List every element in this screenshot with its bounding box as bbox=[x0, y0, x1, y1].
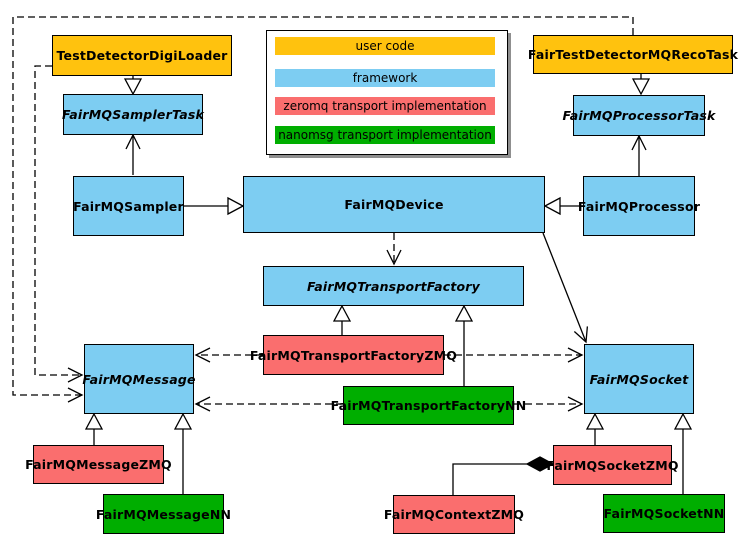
class-node-label: FairMQContextZMQ bbox=[383, 507, 525, 522]
legend-swatch-framework: framework bbox=[275, 69, 495, 87]
legend-label: nanomsg transport implementation bbox=[278, 128, 492, 142]
edge-inheritance-FairMQTransportFactoryNN-to-FairMQTransportFactory bbox=[454, 304, 474, 386]
class-node-FairMQProcessorTask[interactable]: FairMQProcessorTask bbox=[562, 95, 715, 136]
class-node-FairMQMessageZMQ[interactable]: FairMQMessageZMQ bbox=[25, 445, 172, 484]
class-node-FairMQSocket[interactable]: FairMQSocket bbox=[584, 344, 694, 414]
edge-association-FairMQDevice-to-FairMQSocket bbox=[542, 232, 589, 344]
class-node-label: FairMQTransportFactoryNN bbox=[330, 398, 527, 413]
class-node-label: FairMQSocket bbox=[589, 371, 689, 387]
class-node-TestDetectorDigiLoader[interactable]: TestDetectorDigiLoader bbox=[52, 35, 232, 76]
edge-dependency-FairMQTransportFactoryZMQ-to-FairMQSocket bbox=[444, 347, 584, 363]
edge-inheritance-FairMQMessageZMQ-to-FairMQMessage bbox=[84, 412, 104, 445]
class-node-label: TestDetectorDigiLoader bbox=[56, 48, 228, 63]
class-node-label: FairMQMessage bbox=[82, 371, 196, 387]
edge-dependency-FairMQTransportFactoryNN-to-FairMQSocket bbox=[514, 396, 584, 412]
edge-dependency-FairTestDetectorMQRecoTask-to-FairMQMessage bbox=[12, 16, 634, 403]
class-node-label: FairMQSocketNN bbox=[603, 506, 725, 521]
class-node-label: FairMQProcessorTask bbox=[562, 108, 716, 123]
edge-dependency-FairMQDevice-to-FairMQTransportFactory bbox=[386, 233, 402, 266]
class-node-FairMQTransportFactoryZMQ[interactable]: FairMQTransportFactoryZMQ bbox=[250, 335, 457, 375]
class-node-label: FairMQTransportFactoryZMQ bbox=[249, 347, 458, 363]
edge-association-FairMQProcessor-to-FairMQProcessorTask bbox=[631, 134, 647, 176]
class-node-FairMQTransportFactory[interactable]: FairMQTransportFactory bbox=[263, 266, 524, 306]
class-node-label: FairMQMessageNN bbox=[95, 506, 232, 522]
edge-inheritance-FairTestDetectorMQRecoTask-to-FairMQProcessorTask bbox=[631, 74, 651, 96]
edge-inheritance-FairMQTransportFactoryZMQ-to-FairMQTransportFactory bbox=[332, 304, 352, 335]
class-node-label: FairMQProcessor bbox=[577, 198, 701, 214]
class-node-label: FairMQSocketZMQ bbox=[546, 457, 679, 473]
class-node-FairMQProcessor[interactable]: FairMQProcessor bbox=[578, 176, 700, 236]
legend-label: framework bbox=[352, 71, 418, 85]
legend-label: user code bbox=[355, 39, 415, 53]
class-node-FairTestDetectorMQRecoTask[interactable]: FairTestDetectorMQRecoTask bbox=[528, 35, 738, 74]
class-node-FairMQSocketNN[interactable]: FairMQSocketNN bbox=[603, 494, 725, 533]
class-node-label: FairMQSamplerTask bbox=[61, 107, 205, 122]
edge-dependency-FairMQTransportFactoryNN-to-FairMQMessage bbox=[194, 396, 343, 412]
edge-dependency-TestDetectorDigiLoader-to-FairMQMessage bbox=[34, 65, 84, 383]
class-node-label: FairMQTransportFactory bbox=[306, 278, 481, 294]
edge-association-FairMQSampler-to-FairMQSamplerTask bbox=[125, 133, 141, 175]
class-node-label: FairMQMessageZMQ bbox=[25, 457, 172, 472]
class-node-FairMQDevice[interactable]: FairMQDevice bbox=[243, 176, 545, 233]
edge-inheritance-FairMQSocketNN-to-FairMQSocket bbox=[673, 412, 693, 494]
legend-box: user code framework zeromq transport imple… bbox=[266, 30, 508, 155]
class-node-FairMQMessage[interactable]: FairMQMessage bbox=[82, 344, 196, 414]
edge-dependency-FairMQTransportFactoryZMQ-to-FairMQMessage bbox=[194, 347, 263, 363]
legend-label: zeromq transport implementation bbox=[283, 99, 487, 113]
class-node-FairMQSampler[interactable]: FairMQSampler bbox=[73, 176, 184, 236]
class-node-FairMQMessageNN[interactable]: FairMQMessageNN bbox=[96, 494, 231, 534]
legend-swatch-user: user code bbox=[275, 37, 495, 55]
legend-swatch-zeromq: zeromq transport implementation bbox=[275, 97, 495, 115]
class-node-FairMQTransportFactoryNN[interactable]: FairMQTransportFactoryNN bbox=[331, 386, 526, 425]
class-node-FairMQContextZMQ[interactable]: FairMQContextZMQ bbox=[384, 495, 524, 534]
edge-inheritance-FairMQMessageNN-to-FairMQMessage bbox=[173, 412, 193, 494]
class-node-FairMQSamplerTask[interactable]: FairMQSamplerTask bbox=[61, 94, 205, 135]
edge-inheritance-FairMQSocketZMQ-to-FairMQSocket bbox=[585, 412, 605, 445]
edge-inheritance-FairMQSampler-to-FairMQDevice bbox=[184, 196, 245, 216]
class-node-label: FairMQDevice bbox=[344, 197, 444, 212]
edge-inheritance-FairMQProcessor-to-FairMQDevice bbox=[543, 196, 583, 216]
class-node-label: FairTestDetectorMQRecoTask bbox=[527, 47, 739, 62]
class-node-label: FairMQSampler bbox=[73, 198, 184, 214]
class-node-FairMQSocketZMQ[interactable]: FairMQSocketZMQ bbox=[546, 445, 678, 485]
legend-swatch-nanomsg: nanomsg transport implementation bbox=[275, 126, 495, 144]
edge-composition-FairMQContextZMQ-to-FairMQSocketZMQ bbox=[452, 456, 555, 495]
edge-inheritance-TestDetectorDigiLoader-to-FairMQSamplerTask bbox=[123, 76, 143, 96]
